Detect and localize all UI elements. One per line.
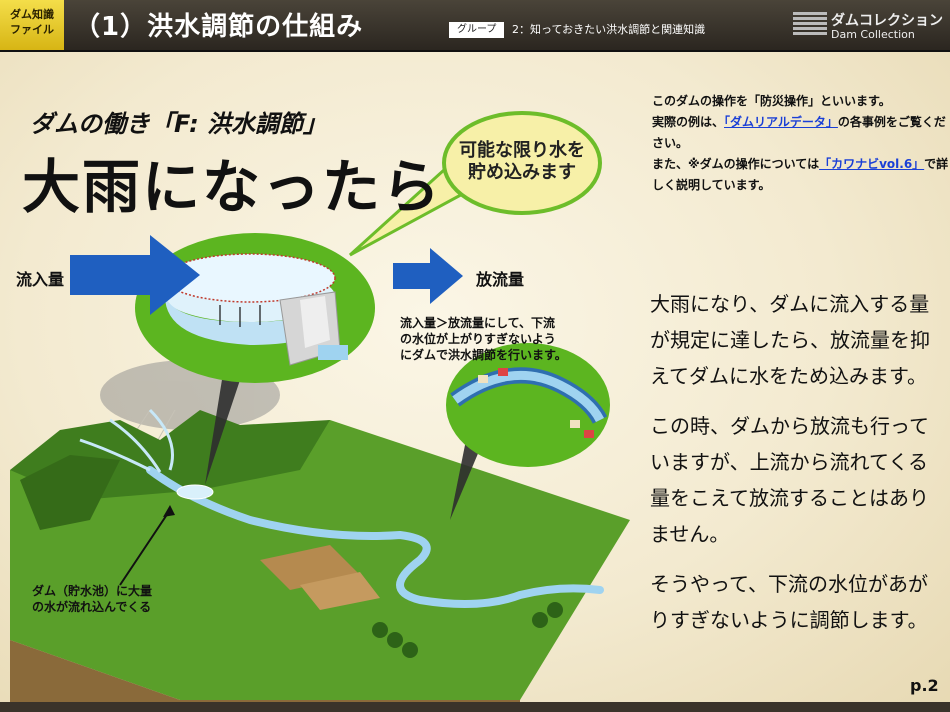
- kawanavi-link[interactable]: 「カワナビvol.6」: [819, 157, 924, 171]
- bubble-text: 可能な限り水を 貯め込みます: [452, 140, 592, 184]
- note-text: 実際の例は、: [652, 115, 724, 129]
- note-line3: また、※ダムの操作については「カワナビvol.6」で詳しく説明しています。: [652, 154, 950, 196]
- reservoir-label: ダム（貯水池）に大量 の水が流れ込んでくる: [32, 583, 152, 615]
- inflow-label: 流入量: [16, 266, 64, 290]
- outflow-label: 放流量: [476, 266, 524, 290]
- dam-real-data-link[interactable]: 「ダムリアルデータ」: [724, 115, 838, 129]
- section-subtitle: ダムの働き「F: 洪水調節」: [30, 104, 327, 139]
- caption-line: 流入量＞放流量にして、下流: [400, 315, 567, 331]
- note-text: また、※ダムの操作については: [652, 157, 819, 171]
- caption-line: にダムで洪水調節を行います。: [400, 347, 567, 363]
- page-number: p.2: [910, 676, 939, 695]
- body-paragraph: 大雨になり、ダムに流入する量が規定に達したら、放流量を抑えてダムに水をため込みま…: [650, 286, 942, 394]
- headline: 大雨になったら: [22, 140, 442, 224]
- body-text: 大雨になり、ダムに流入する量が規定に達したら、放流量を抑えてダムに水をため込みま…: [650, 286, 942, 652]
- outflow-arrow-icon: [393, 248, 463, 304]
- bubble-line2: 貯め込みます: [452, 162, 592, 184]
- note-line2: 実際の例は、「ダムリアルデータ」の各事例をご覧ください。: [652, 112, 950, 154]
- downstream-caption: 流入量＞放流量にして、下流 の水位が上がりすぎないよう にダムで洪水調節を行いま…: [400, 315, 567, 363]
- note-box: このダムの操作を「防災操作」といいます。 実際の例は、「ダムリアルデータ」の各事…: [652, 91, 950, 196]
- reservoir-line: ダム（貯水池）に大量: [32, 583, 152, 599]
- reservoir-line: の水が流れ込んでくる: [32, 599, 152, 615]
- caption-line: の水位が上がりすぎないよう: [400, 331, 567, 347]
- note-line1: このダムの操作を「防災操作」といいます。: [652, 91, 950, 112]
- bubble-line1: 可能な限り水を: [452, 140, 592, 162]
- body-paragraph: そうやって、下流の水位があがりすぎないように調節します。: [650, 566, 942, 638]
- body-paragraph: この時、ダムから放流も行っていますが、上流から流れてくる量をこえて放流することは…: [650, 408, 942, 552]
- bottom-strip: [0, 702, 950, 712]
